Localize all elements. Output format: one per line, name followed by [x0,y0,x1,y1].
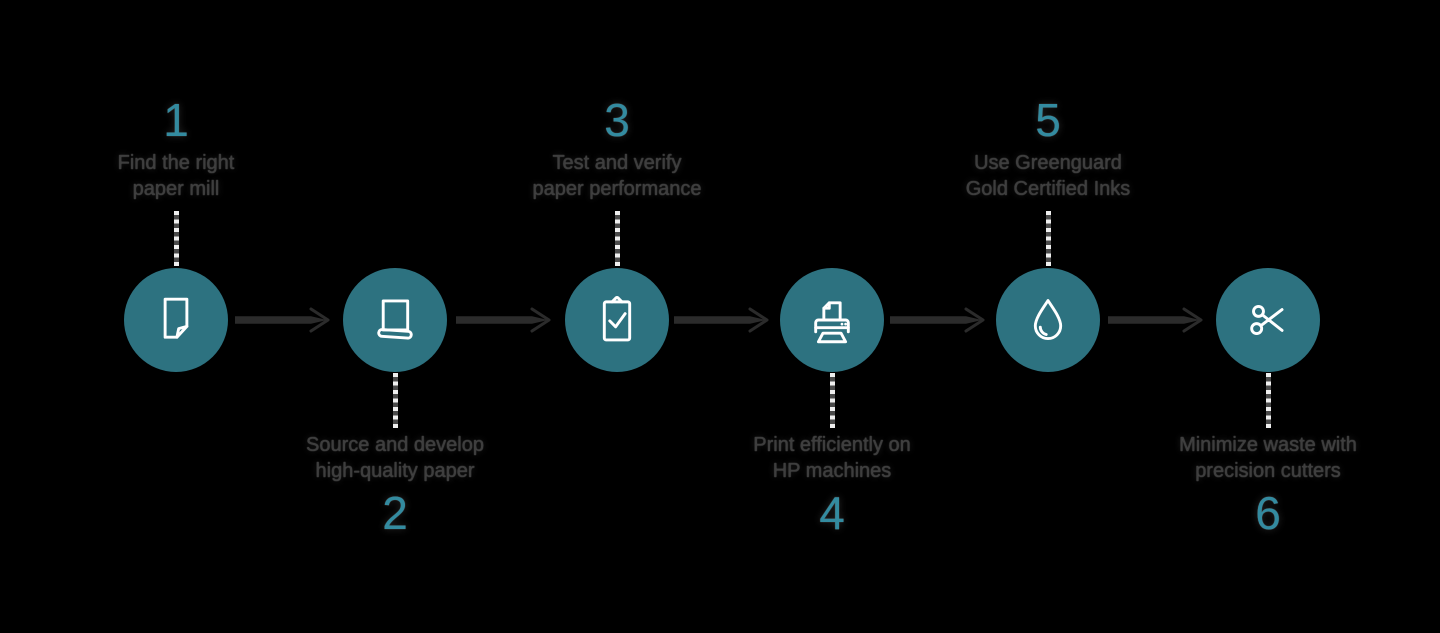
step-circle [343,268,447,372]
step-number: 1 [163,94,189,146]
arrow-icon [456,307,551,333]
ink-drop-icon [1033,299,1063,341]
step-label: Find the right paper mill [54,150,298,202]
dotted-connector [614,211,620,266]
step-label-line1: Use Greenguard [974,152,1122,174]
document-icon [163,297,189,339]
step-number: 6 [1255,487,1281,539]
step-label-line1: Minimize waste with [1179,434,1357,456]
step-circle [124,268,228,372]
arrow-icon [1108,307,1203,333]
printer-icon [814,301,850,344]
step-label-line1: Source and develop [306,434,484,456]
step-label: Source and develop high-quality paper [273,432,517,484]
step-label-line2: paper mill [132,178,220,200]
step-circle [565,268,669,372]
step-3: 3 Test and verify paper performance [505,0,729,633]
step-circle [996,268,1100,372]
step-number: 5 [1035,94,1061,146]
arrow-icon [235,307,330,333]
step-label-line1: Find the right [117,152,235,174]
step-label: Test and verify paper performance [495,150,739,202]
dotted-connector [392,373,398,428]
step-label: Minimize waste with precision cutters [1146,432,1390,484]
arrow-icon [674,307,769,333]
step-circle [1216,268,1320,372]
step-5: 5 Use Greenguard Gold Certified Inks [936,0,1160,633]
step-label: Print efficiently on HP machines [710,432,954,484]
dotted-connector [173,211,179,266]
paper-roll-icon [377,299,413,340]
step-number: 2 [382,487,408,539]
step-4: Print efficiently on HP machines 4 [720,0,944,633]
dotted-connector [829,373,835,428]
step-6: Minimize waste with precision cutters 6 [1156,0,1380,633]
arrow-icon [890,307,985,333]
scissors-icon [1250,304,1284,336]
step-label-line1: Test and verify [552,152,682,174]
step-number: 4 [819,487,845,539]
step-number: 3 [604,94,630,146]
step-label: Use Greenguard Gold Certified Inks [926,150,1170,202]
step-label-line2: paper performance [532,178,702,200]
step-label-line2: HP machines [772,460,892,482]
step-label-line2: high-quality paper [315,460,475,482]
step-1: 1 Find the right paper mill [64,0,288,633]
step-2: Source and develop high-quality paper 2 [283,0,507,633]
dotted-connector [1265,373,1271,428]
dotted-connector [1045,211,1051,266]
step-circle [780,268,884,372]
step-label-line2: Gold Certified Inks [965,178,1131,200]
clipboard-check-icon [602,296,632,342]
step-label-line1: Print efficiently on [753,434,911,456]
step-label-line2: precision cutters [1195,460,1341,482]
